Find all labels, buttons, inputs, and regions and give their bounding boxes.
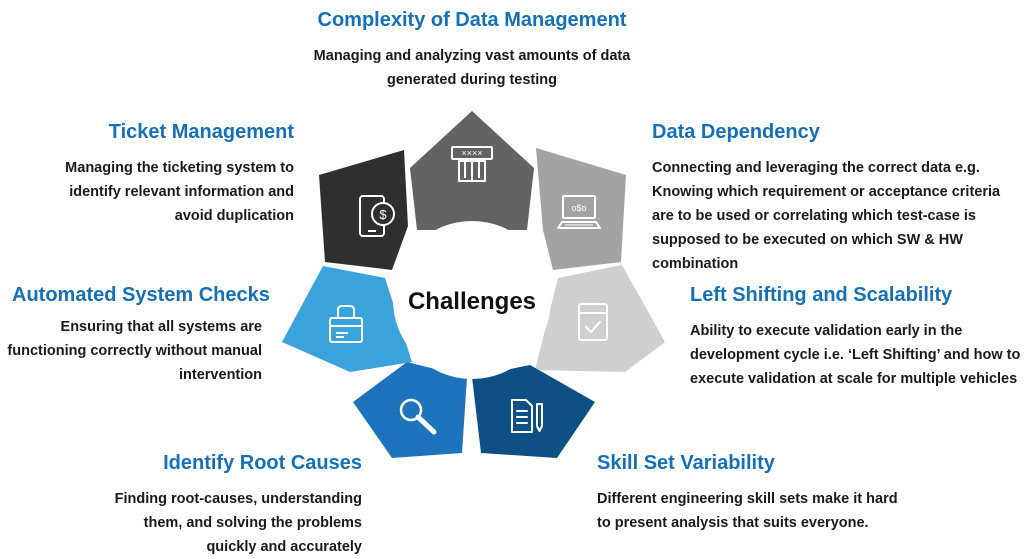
magnifier-icon <box>399 398 437 435</box>
laptop-icon: o$o <box>557 195 601 229</box>
segment-ticket <box>319 150 408 270</box>
card-reader-icon <box>329 305 363 343</box>
desc-line: them, and solving the problems <box>143 515 362 531</box>
block-skill-set: Skill Set Variability Different engineer… <box>597 451 927 535</box>
block-ticket: Ticket Management Managing the ticketing… <box>30 120 294 228</box>
desc-line: execute validation at scale for multiple… <box>690 371 1018 387</box>
mobile-payment-icon: $ <box>359 195 395 237</box>
desc-line: to present analysis that suits everyone. <box>597 515 869 531</box>
title-ticket: Ticket Management <box>108 121 294 143</box>
title-automated-checks: Automated System Checks <box>12 284 270 306</box>
desc-left-shifting: Ability to execute validation early in t… <box>690 319 1020 391</box>
desc-line: intervention <box>179 367 262 383</box>
block-complexity: Complexity of Data Management Managing a… <box>262 8 682 92</box>
desc-line: are to be used or correlating which test… <box>652 208 976 224</box>
desc-ticket: Managing the ticketing system to identif… <box>30 156 294 228</box>
desc-line: quickly and accurately <box>206 539 362 555</box>
desc-line: development cycle i.e. ‘Left Shifting’ a… <box>690 347 1021 363</box>
desc-line: combination <box>652 256 739 272</box>
desc-line: Ability to execute validation early in t… <box>690 323 963 339</box>
desc-line: Knowing which requirement or acceptance … <box>652 184 1001 200</box>
block-automated-checks: Ensuring that all systems are functionin… <box>0 315 262 387</box>
segment-skill-set <box>472 365 595 458</box>
desc-line: supposed to be executed on which SW & HW <box>652 232 963 248</box>
block-automated-checks-title: Automated System Checks <box>12 283 272 319</box>
segment-left-shifting <box>535 265 665 372</box>
desc-line: avoid duplication <box>174 208 294 224</box>
title-left-shifting: Left Shifting and Scalability <box>690 284 953 306</box>
desc-line: Finding root-causes, understanding <box>114 491 362 507</box>
segment-root-causes <box>353 362 467 458</box>
title-root-causes: Identify Root Causes <box>163 452 362 474</box>
title-data-dependency: Data Dependency <box>652 121 820 143</box>
title-complexity: Complexity of Data Management <box>317 9 627 31</box>
center-label: Challenges <box>408 288 536 315</box>
desc-line: Managing and analyzing vast amounts of d… <box>313 48 631 64</box>
desc-line: Ensuring that all systems are <box>60 319 262 335</box>
desc-line: generated during testing <box>387 72 557 88</box>
desc-data-dependency: Connecting and leveraging the correct da… <box>652 156 1012 276</box>
document-pen-icon <box>511 399 543 433</box>
desc-complexity: Managing and analyzing vast amounts of d… <box>262 44 682 92</box>
atm-card-icon: ×××× <box>451 146 493 182</box>
segment-data-dependency <box>536 148 626 270</box>
desc-line: Managing the ticketing system to <box>65 160 294 176</box>
block-left-shifting: Left Shifting and Scalability Ability to… <box>690 283 1020 391</box>
desc-line: identify relevant information and <box>69 184 294 200</box>
desc-automated-checks: Ensuring that all systems are functionin… <box>0 315 262 387</box>
desc-line: functioning correctly without manual <box>7 343 262 359</box>
desc-line: Connecting and leveraging the correct da… <box>652 160 980 176</box>
desc-skill-set: Different engineering skill sets make it… <box>597 487 927 535</box>
desc-root-causes: Finding root-causes, understanding them,… <box>60 487 362 559</box>
svg-text:$: $ <box>379 207 387 222</box>
svg-text:××××: ×××× <box>461 148 482 158</box>
block-data-dependency: Data Dependency Connecting and leveragin… <box>652 120 1012 276</box>
block-root-causes: Identify Root Causes Finding root-causes… <box>60 451 362 559</box>
desc-line: Different engineering skill sets make it… <box>597 491 898 507</box>
center-circle <box>393 221 551 379</box>
title-skill-set: Skill Set Variability <box>597 452 775 474</box>
svg-text:o$o: o$o <box>571 203 586 213</box>
browser-check-icon <box>578 303 608 341</box>
